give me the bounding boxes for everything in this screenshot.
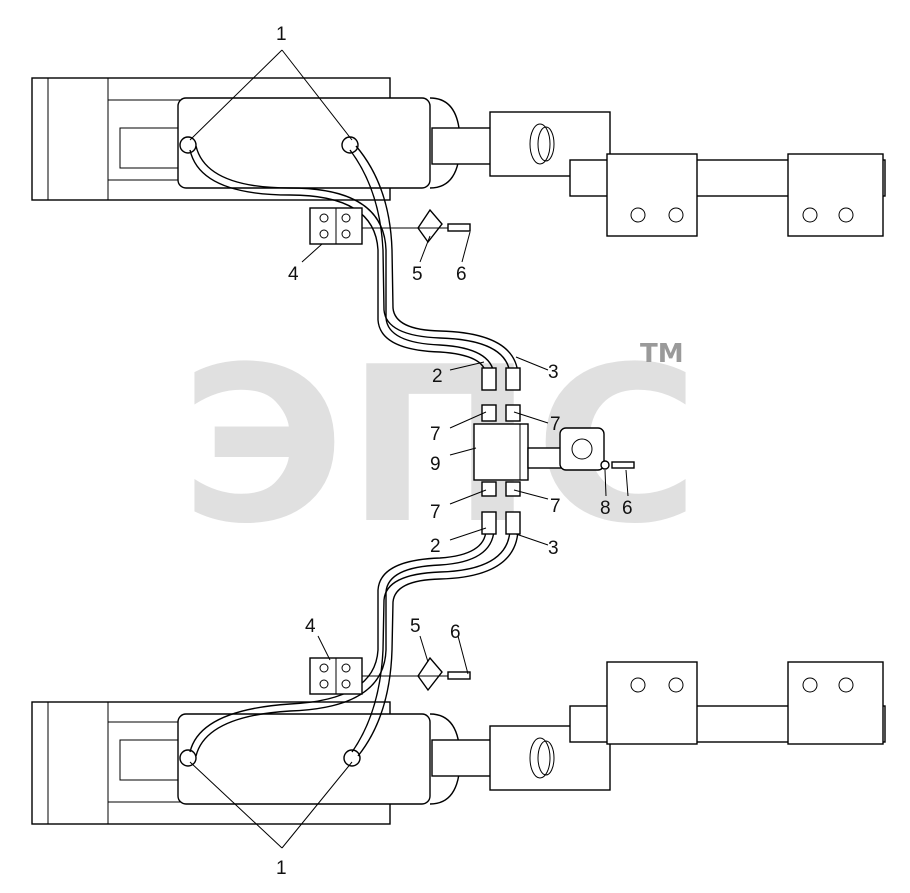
callout-4-bottom: 4 [305,616,316,637]
callout-4-top: 4 [288,264,299,285]
bottom-cylinder-assembly [31,661,886,825]
callout-7-upper-left: 7 [430,424,441,445]
hose-end-2-bottom [481,511,497,535]
bottom-plate [417,656,443,692]
bottom-fitting-left [179,749,197,767]
hose-end-3-bottom [505,511,521,535]
bottom-frame-end [47,701,109,825]
callout-6-right: 6 [622,498,633,519]
callouts: 1 1 4 5 6 2 3 7 7 9 7 7 8 6 2 3 4 5 6 [276,24,633,879]
bottom-bracket-right [787,661,884,745]
callout-5-top: 5 [412,264,423,285]
top-cylinder-barrel [177,97,431,189]
top-cylinder-assembly [31,77,886,237]
watermark-text: ЭПС [180,320,700,571]
top-bracket-right [787,153,884,237]
callout-7-lower-left: 7 [430,502,441,523]
callout-6-bottom: 6 [450,622,461,643]
hoses [189,145,519,757]
adapter-7-ll [481,481,497,497]
callout-1-top: 1 [276,24,287,45]
bottom-rod [431,739,495,777]
watermark-tm: TM [640,339,684,369]
bottom-clamp-set [309,656,471,695]
watermark: ЭПС TM [180,320,700,571]
bottom-bracket-left [606,661,698,745]
callout-2-bottom: 2 [430,536,441,557]
valve-block-assembly [473,367,635,535]
adapter-7-ur [505,404,521,422]
top-rod [431,127,495,165]
callout-7-upper-right: 7 [550,414,561,435]
washer-8 [600,460,610,470]
callout-7-lower-right: 7 [550,496,561,517]
callout-2-top: 2 [432,366,443,387]
right-bolt [611,461,635,469]
top-frame-end [47,77,109,201]
top-clamp-set [309,207,471,245]
hose-end-2-top [481,367,497,391]
bottom-cylinder-barrel [177,713,431,805]
callout-3-top: 3 [548,362,559,383]
callout-6-top: 6 [456,264,467,285]
valve-mount-clamp [559,427,605,471]
adapter-7-ul [481,404,497,422]
top-bolt [447,223,471,232]
bottom-bolt [447,671,471,680]
leader-lines [189,49,629,849]
top-plate [417,208,443,244]
top-fitting-left [179,136,197,154]
callout-1-bottom: 1 [276,858,287,879]
valve-block [473,423,529,481]
callout-8: 8 [600,498,611,519]
bottom-fitting-right [343,749,361,767]
adapter-7-lr [505,481,521,497]
top-bracket-left [606,153,698,237]
callout-3-bottom: 3 [548,538,559,559]
callout-9: 9 [430,454,441,475]
hose-end-3-top [505,367,521,391]
callout-5-bottom: 5 [410,616,421,637]
